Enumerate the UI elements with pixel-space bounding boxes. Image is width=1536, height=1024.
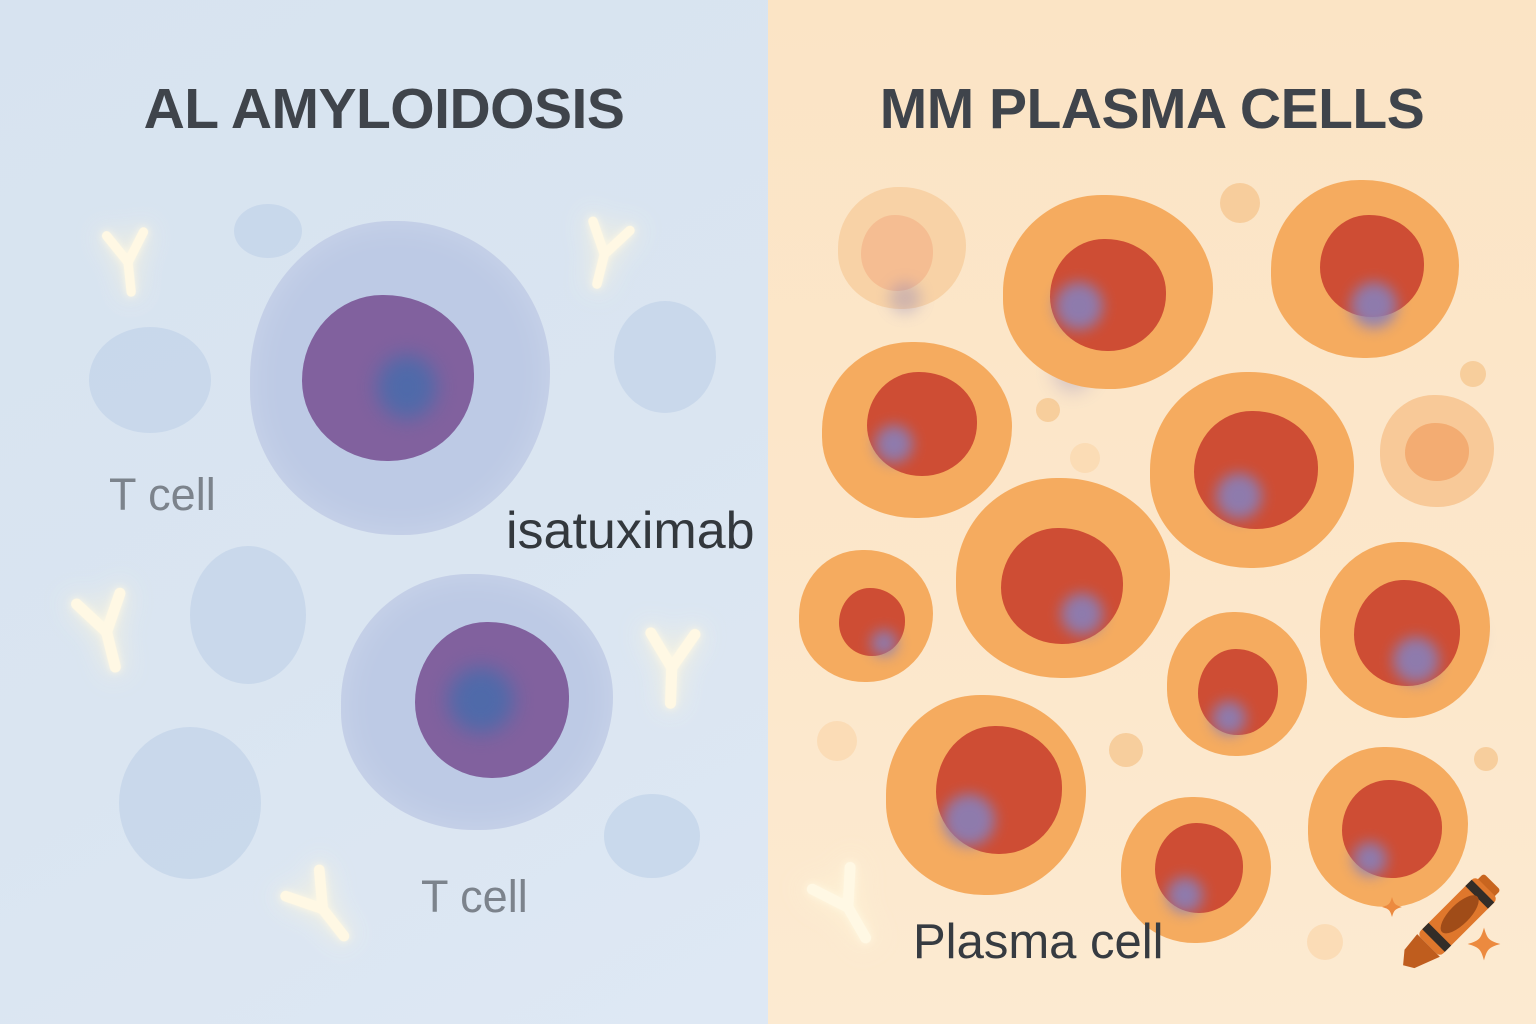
plasma-cell-nucleolus [1212, 701, 1246, 735]
plasma-cell-nucleolus [889, 282, 921, 314]
plasma-cell-faded-nucleus [861, 215, 933, 291]
background-blob [614, 301, 716, 413]
plasma-cell-nucleus [1001, 528, 1123, 644]
antibody-y-icon [787, 843, 902, 964]
antibody-y-icon [630, 613, 713, 711]
t-cell-nucleolus [377, 355, 437, 419]
background-blob [234, 204, 302, 258]
plasma-cell-nucleolus [943, 794, 995, 846]
background-dot [1474, 747, 1498, 771]
t-cell-label-bottom: T cell [421, 871, 528, 922]
background-blob [604, 794, 700, 878]
plasma-cell-nucleolus [871, 630, 897, 656]
plasma-cell-nucleolus [1393, 637, 1439, 683]
t-cell-nucleolus [448, 667, 514, 733]
plasma-cell-nucleolus [875, 425, 913, 463]
antibody-y-icon [562, 202, 649, 298]
antibody-y-icon [261, 845, 379, 965]
antibody-y-icon [54, 571, 155, 684]
background-dot [1036, 398, 1060, 422]
plasma-cell-faded-nucleus [1405, 423, 1469, 481]
crayon-icon [1378, 858, 1524, 1008]
background-dot [1070, 443, 1100, 473]
right-panel-title: MM PLASMA CELLS [879, 77, 1425, 141]
plasma-cell-nucleolus [1055, 282, 1103, 330]
background-blob [119, 727, 261, 879]
background-blob [190, 546, 306, 684]
plasma-cell-nucleolus [1167, 877, 1203, 913]
background-dot [1460, 361, 1486, 387]
background-dot [817, 721, 857, 761]
plasma-cell-nucleolus [1216, 473, 1262, 519]
background-blob [89, 327, 211, 433]
background-dot [1220, 183, 1260, 223]
sparkle-icon [1466, 926, 1502, 962]
isatuximab-label: isatuximab [506, 502, 755, 560]
left-panel-title: AL AMYLOIDOSIS [143, 77, 625, 141]
background-dot [1307, 924, 1343, 960]
plasma-cell-label: Plasma cell [913, 915, 1164, 969]
plasma-cell-nucleolus [1351, 282, 1397, 328]
plasma-cell-nucleolus [1061, 593, 1103, 635]
antibody-y-icon [90, 215, 165, 302]
plasma-cell-nucleolus [1353, 842, 1387, 876]
background-dot [1109, 733, 1143, 767]
sparkle-icon [1381, 896, 1403, 918]
t-cell-label-top: T cell [109, 469, 216, 520]
